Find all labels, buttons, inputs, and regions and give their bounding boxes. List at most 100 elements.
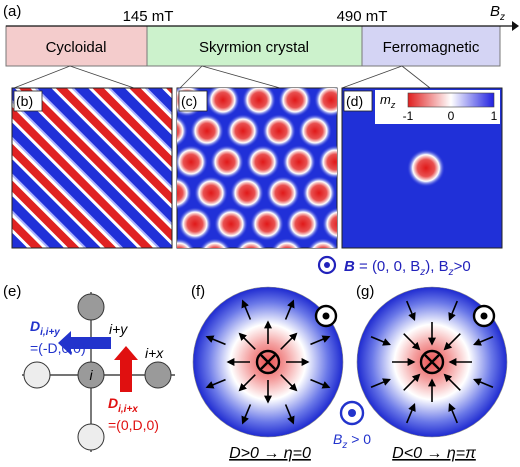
- phase-label-skyrmion: Skyrmion crystal: [199, 39, 309, 56]
- skyrmion-bubble: [235, 238, 267, 248]
- skyrmion-g: D<0 → η=π: [356, 286, 508, 462]
- isolated-skyrmion: [407, 149, 445, 187]
- spin-arrow: [280, 332, 298, 350]
- phase-label-cycloidal: Cycloidal: [46, 39, 107, 56]
- dmi-y-label: Di,i+y: [30, 318, 60, 338]
- spin-arrow: [284, 299, 295, 320]
- site-x-label: i+x: [145, 345, 164, 361]
- skyrmion-bubble: [250, 207, 284, 241]
- panel-c: (c): [176, 87, 338, 249]
- skyrmion-bubble: [307, 238, 337, 248]
- colorbar-tick-max: 1: [491, 109, 498, 123]
- skyrmion-bubble: [199, 238, 231, 248]
- phase-bar: Cycloidal Skyrmion crystal Ferromagnetic…: [5, 3, 519, 67]
- panel-d: (d) mz -1 0 1: [341, 87, 503, 249]
- skyrmion-f: D>0 → η=0: [192, 286, 344, 462]
- spin-arrow: [448, 403, 458, 424]
- spin-arrow: [310, 335, 331, 346]
- dmi-y-value: =(-D,0,0): [30, 340, 86, 356]
- skyrmion-bubble: [298, 114, 332, 148]
- colorbar: [407, 92, 495, 108]
- spin-arrows-inward: [370, 300, 494, 424]
- site-i: [77, 361, 105, 389]
- skyrmion-bubble: [242, 88, 276, 117]
- skyrmion-bubble: [226, 114, 260, 148]
- spin-arrow: [370, 336, 391, 346]
- skyrmion-bubble: [214, 207, 248, 241]
- spin-arrow: [205, 335, 226, 346]
- field-note: B = (0, 0, Bz), Bz>0: [317, 255, 471, 278]
- site-i-plus-y: [77, 293, 105, 321]
- colorbar-label: mz: [380, 92, 396, 110]
- spin-arrow: [284, 404, 295, 425]
- dmi-x-value: =(0,D,0): [108, 417, 159, 433]
- field-label-145: 145 mT: [123, 8, 174, 25]
- spin-arrow: [370, 378, 391, 388]
- skyrmion-bubble: [278, 88, 312, 117]
- dmi-x-label: Di,i+x: [108, 395, 138, 415]
- spin-arrow: [473, 378, 494, 388]
- spin-arrow: [406, 403, 416, 424]
- field-axis-arrowhead: [512, 21, 519, 31]
- skyrmion-bubble: [322, 207, 337, 241]
- spin-arrow: [280, 374, 298, 392]
- skyrmion-bubble: [190, 114, 224, 148]
- spin-arrow: [238, 374, 256, 392]
- skyrmion-bubble: [210, 145, 244, 179]
- site-i-label: i: [89, 367, 93, 383]
- skyrmion-bubble: [177, 145, 208, 179]
- spin-arrow: [310, 378, 331, 389]
- spin-arrow: [403, 333, 421, 351]
- skyrmion-bubble: [318, 145, 337, 179]
- spin-arrow: [406, 300, 416, 321]
- skyrmion-bubble: [194, 176, 228, 210]
- spin-arrow: [443, 333, 461, 351]
- site-bottom: [77, 423, 105, 451]
- skyrmion-bubble: [271, 238, 303, 248]
- skyrmion-bubble: [177, 238, 195, 248]
- spin-arrow: [403, 373, 421, 391]
- spin-arrow: [448, 300, 458, 321]
- skyrmion-bubble: [177, 176, 192, 210]
- skyrmion-bubble: [230, 176, 264, 210]
- phase-cycloidal: [5, 25, 148, 67]
- spin-arrow: [241, 404, 252, 425]
- colorbar-tick-min: -1: [403, 109, 414, 123]
- panel-label-f: (f): [191, 283, 205, 300]
- site-y-label: i+y: [109, 321, 128, 337]
- panel-label-g: (g): [356, 283, 374, 300]
- skyrmion-bubble: [262, 114, 296, 148]
- site-left: [23, 361, 51, 389]
- panel-label-d: (d): [346, 93, 363, 109]
- field-axis-label: Bz: [490, 3, 505, 23]
- panel-label-c: (c): [181, 93, 197, 109]
- spin-arrow: [443, 373, 461, 391]
- center-into-page-icon-f: [255, 349, 281, 375]
- dmi-y-arrow: [58, 331, 111, 355]
- spin-arrow: [241, 299, 252, 320]
- dmi-x-arrow: [114, 346, 138, 392]
- panel-label-b: (b): [16, 93, 33, 109]
- skyrmion-bubble: [286, 207, 320, 241]
- skyrmion-bubble: [266, 176, 300, 210]
- center-into-page-icon-g: [419, 349, 445, 375]
- skyrmion-bubble: [206, 88, 240, 117]
- caption-f: D>0 → η=0: [229, 445, 311, 462]
- skyrmion-bubble: [177, 115, 188, 147]
- svg-text:B = (0, 0, Bz), Bz>0: B = (0, 0, Bz), Bz>0: [344, 258, 471, 278]
- panel-label-a: (a): [3, 3, 21, 20]
- zoom-lines: [13, 65, 431, 89]
- skyrmion-bubble: [314, 88, 337, 117]
- spin-arrow: [205, 378, 226, 389]
- spin-arrow: [473, 336, 494, 346]
- phase-skyrmion-crystal: [146, 25, 363, 67]
- spin-arrows-outward: [205, 299, 331, 425]
- bz-note: Bz > 0: [333, 400, 371, 451]
- field-out-of-plane-icon: [317, 255, 337, 275]
- skyrmion-bubble: [302, 176, 336, 210]
- panel-label-e: (e): [3, 283, 21, 300]
- skyrmion-bubble: [246, 145, 280, 179]
- field-label-490: 490 mT: [337, 8, 388, 25]
- phase-label-ferromagnetic: Ferromagnetic: [383, 39, 480, 56]
